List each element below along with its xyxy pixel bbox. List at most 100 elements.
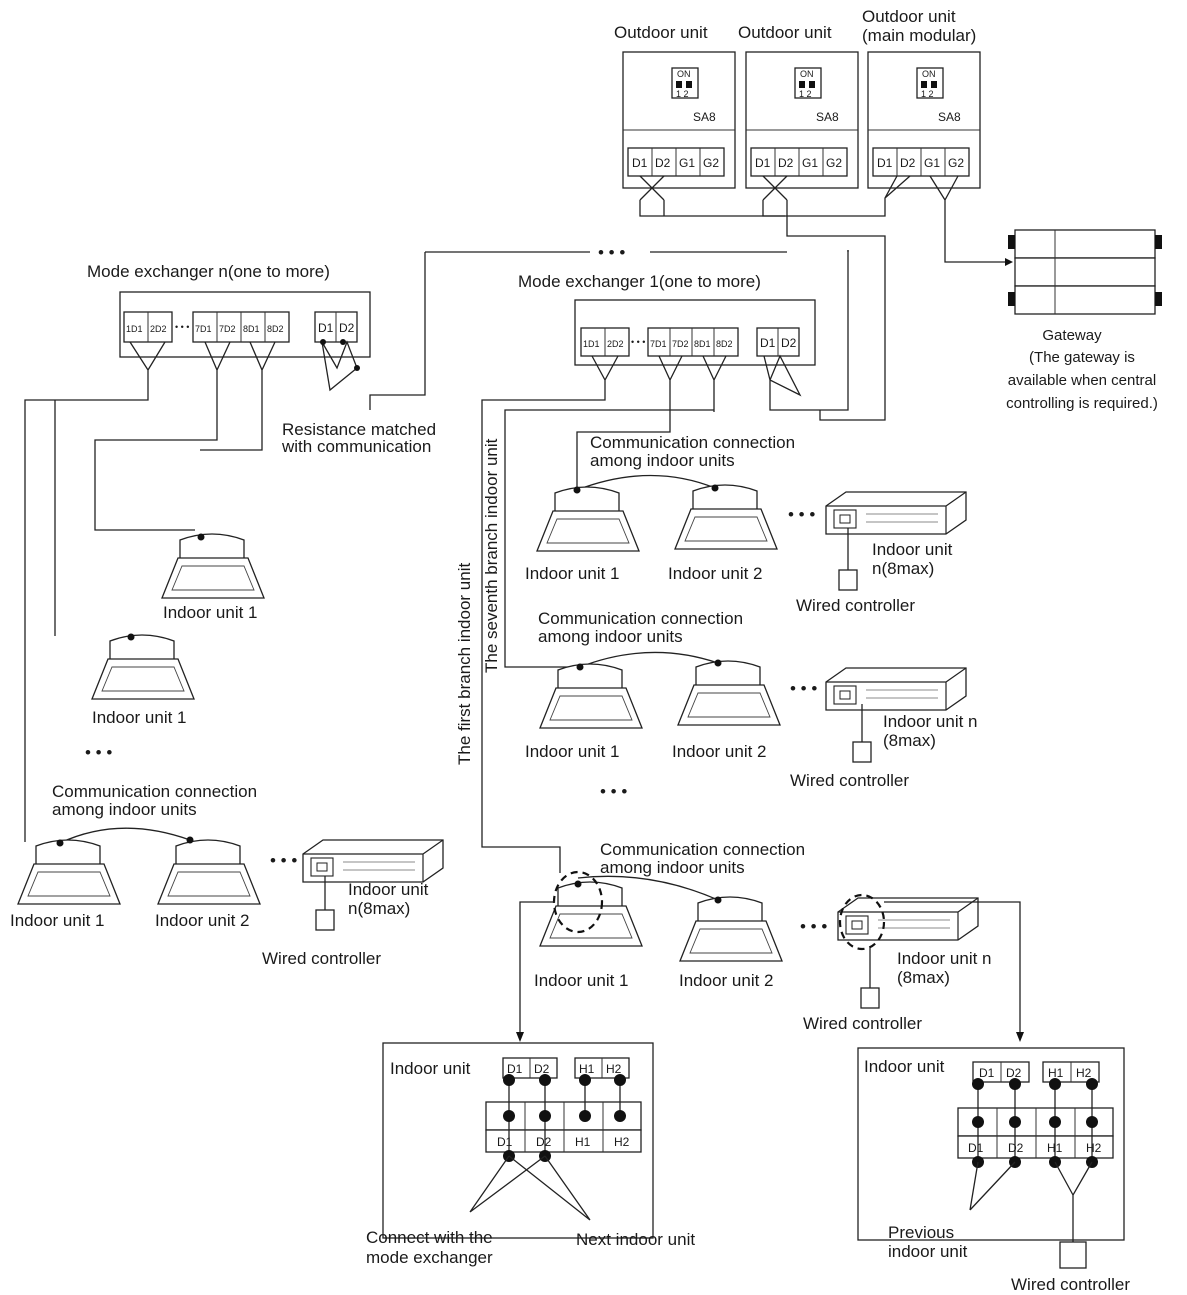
term-1d1: 1D1 <box>126 324 143 334</box>
terminal-g2: G2 <box>826 156 842 170</box>
left-indoor-unit-n-1: Indoor unit <box>348 880 429 899</box>
terminal-g2: G2 <box>948 156 964 170</box>
d2-block-label: D2 <box>536 1135 552 1149</box>
terminal-d1: D1 <box>632 156 648 170</box>
terminal-d1: D1 <box>755 156 771 170</box>
mid1-comm-2: among indoor units <box>590 451 735 470</box>
term-8d2: 8D2 <box>267 324 284 334</box>
mid1-ellipsis: • • • <box>788 505 815 524</box>
left-comm-wire <box>59 827 191 844</box>
duct-indoor-unit-icon <box>825 491 967 535</box>
terminal-d2: D2 <box>900 156 916 170</box>
bot-indoor-unit-n-2: (8max) <box>897 968 950 987</box>
terminal-g1: G1 <box>924 156 940 170</box>
gateway-note-2: available when central <box>1008 372 1156 389</box>
cassette-indoor-unit-icon <box>161 533 265 599</box>
cassette-indoor-unit-icon <box>539 663 643 729</box>
terminal-g1: G1 <box>802 156 818 170</box>
cassette-indoor-unit-icon <box>679 896 783 962</box>
bot-comm-1: Communication connection <box>600 840 805 859</box>
mid2-group-ellipsis: • • • <box>600 782 627 801</box>
left-units-ellipsis: • • • <box>270 851 297 870</box>
left-comm-2: among indoor units <box>52 800 197 819</box>
term-7d1: 7D1 <box>650 339 667 349</box>
mid1-indoor-unit-2: Indoor unit 2 <box>668 564 763 583</box>
outdoor-unit-2-label: Outdoor unit <box>738 23 832 42</box>
mid2-indoor-unit-n-2: (8max) <box>883 731 936 750</box>
left-ellipsis: • • • <box>85 743 112 762</box>
bot-indoor-unit-1: Indoor unit 1 <box>534 971 629 990</box>
mode-exchanger-1: Mode exchanger 1(one to more) 1D1 2D2 • … <box>518 272 816 366</box>
duct-indoor-unit-icon <box>825 667 967 711</box>
h1-block-label: H1 <box>575 1135 591 1149</box>
gateway-title: Gateway <box>1042 327 1102 344</box>
term-d2: D2 <box>339 321 355 335</box>
gateway-note-3: controlling is required.) <box>1006 395 1158 412</box>
outdoor-unit-2: Outdoor unit ON 1 2 SA8 D1 D2 G1 G2 <box>738 23 859 189</box>
term-d2: D2 <box>781 336 797 350</box>
mid2-comm-1: Communication connection <box>538 609 743 628</box>
term-8d2: 8D2 <box>716 339 733 349</box>
gateway: Gateway (The gateway is available when c… <box>1006 229 1162 412</box>
wired-controller-icon <box>852 741 872 763</box>
bot-ellipsis: • • • <box>800 917 827 936</box>
term-7d1: 7D1 <box>195 324 212 334</box>
mid1-wired-controller: Wired controller <box>796 596 915 615</box>
term-8d1: 8D1 <box>243 324 260 334</box>
detail-left: Indoor unit D1 D2 H1 H2 D1 D2 H1 H2 <box>382 1042 654 1239</box>
term-7d2: 7D2 <box>672 339 689 349</box>
h1-label: H1 <box>579 1062 595 1076</box>
wired-controller-icon <box>838 569 858 591</box>
duct-indoor-unit-icon <box>837 897 979 941</box>
wired-controller-icon <box>860 987 880 1009</box>
detail-left-title: Indoor unit <box>390 1059 471 1078</box>
detail-right-previous-1: Previous <box>888 1223 954 1242</box>
mode-exchanger-1-title: Mode exchanger 1(one to more) <box>518 272 761 291</box>
wired-controller-icon <box>1059 1241 1087 1269</box>
left-mid-indoor-unit-1: Indoor unit 1 <box>92 708 187 727</box>
ellipsis-mode-exchangers: • • • <box>598 243 625 262</box>
cassette-indoor-unit-icon <box>674 484 778 550</box>
h1-label: H1 <box>1048 1066 1064 1080</box>
term-d1: D1 <box>760 336 776 350</box>
left-comm-1: Communication connection <box>52 782 257 801</box>
mode-exchanger-1-wiring <box>481 250 849 873</box>
terminal-d1: D1 <box>877 156 893 170</box>
mid1-indoor-unit-n-2: n(8max) <box>872 559 934 578</box>
d1-block-label: D1 <box>497 1135 513 1149</box>
mid1-indoor-unit-n-1: Indoor unit <box>872 540 953 559</box>
detail-right-previous-2: indoor unit <box>888 1242 968 1261</box>
detail-left-connect-1: Connect with the <box>366 1228 493 1247</box>
bot-indoor-unit-2: Indoor unit 2 <box>679 971 774 990</box>
mid2-comm-2: among indoor units <box>538 627 683 646</box>
branch-seventh-label: The seventh branch indoor unit <box>482 438 501 673</box>
d1-block-label: D1 <box>968 1141 984 1155</box>
cassette-indoor-unit-icon <box>157 839 261 905</box>
left-indoor-unit-n-2: n(8max) <box>348 899 410 918</box>
left-wired-controller: Wired controller <box>262 949 381 968</box>
terminal-d2: D2 <box>778 156 794 170</box>
terminal-g1: G1 <box>679 156 695 170</box>
term-d1: D1 <box>318 321 334 335</box>
h2-label: H2 <box>606 1062 622 1076</box>
mid2-wired-controller: Wired controller <box>790 771 909 790</box>
mid1-indoor-unit-1: Indoor unit 1 <box>525 564 620 583</box>
wired-controller-icon <box>315 909 335 931</box>
bot-comm-2: among indoor units <box>600 858 745 877</box>
switch-name: SA8 <box>816 110 839 124</box>
cassette-indoor-unit-icon <box>536 486 640 552</box>
mid2-indoor-unit-1: Indoor unit 1 <box>525 742 620 761</box>
duct-indoor-unit-icon <box>302 839 444 883</box>
resistance-label-1: Resistance matched <box>282 420 436 439</box>
term-2d2: 2D2 <box>150 324 167 334</box>
highlight-circle <box>838 893 886 951</box>
switch-nums: 1 2 <box>921 89 934 99</box>
terminal-g2: G2 <box>703 156 719 170</box>
d1-label: D1 <box>507 1062 523 1076</box>
cassette-indoor-unit-icon <box>91 634 195 700</box>
detail-right-title: Indoor unit <box>864 1057 945 1076</box>
switch-on-label: ON <box>677 69 691 79</box>
bot-indoor-unit-n-1: Indoor unit n <box>897 949 992 968</box>
terminal-d2: D2 <box>655 156 671 170</box>
